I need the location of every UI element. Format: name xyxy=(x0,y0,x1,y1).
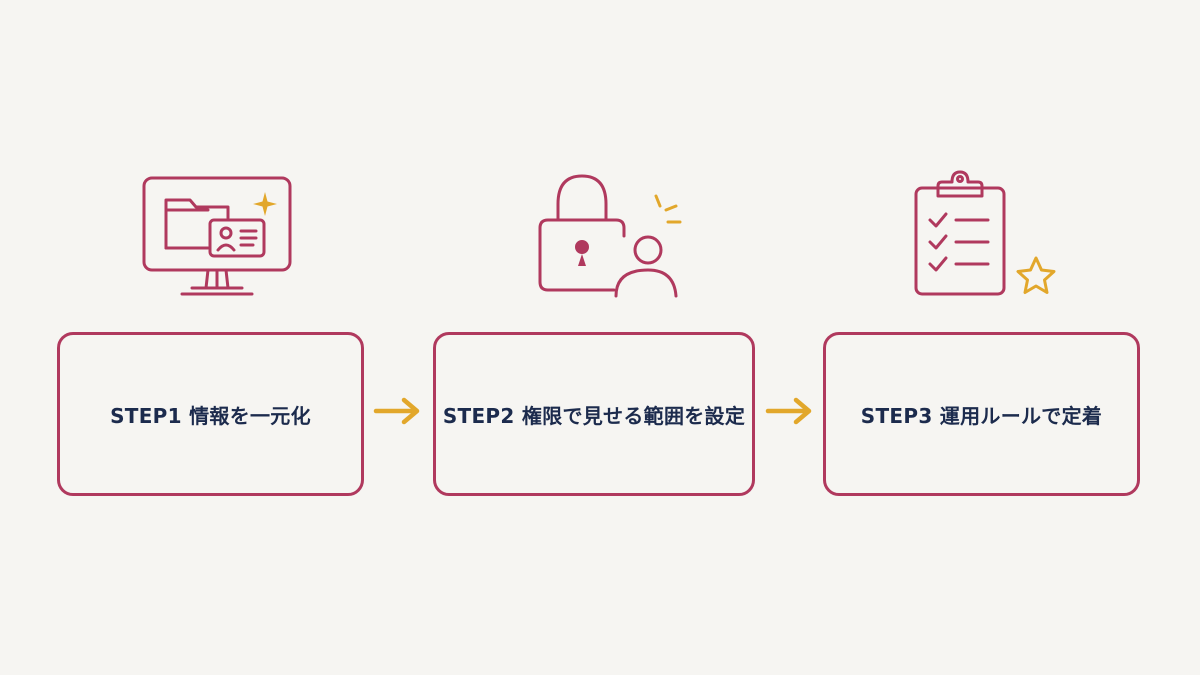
step-3-label: STEP3 運用ルールで定着 xyxy=(860,403,1103,428)
step-1-box: STEP1 情報を一元化 xyxy=(57,332,364,496)
step-2-box: STEP2 権限で見せる範囲を設定 xyxy=(433,332,755,496)
arrow-right-icon xyxy=(764,396,814,426)
step-3-box: STEP3 運用ルールで定着 xyxy=(823,332,1140,496)
step-1-label: STEP1 情報を一元化 xyxy=(110,403,311,428)
monitor-folder-id-card-icon xyxy=(140,170,300,300)
padlock-person-icon xyxy=(536,170,686,300)
step-2-label: STEP2 権限で見せる範囲を設定 xyxy=(442,403,746,428)
clipboard-checklist-star-icon xyxy=(912,168,1062,300)
arrow-right-icon xyxy=(372,396,422,426)
